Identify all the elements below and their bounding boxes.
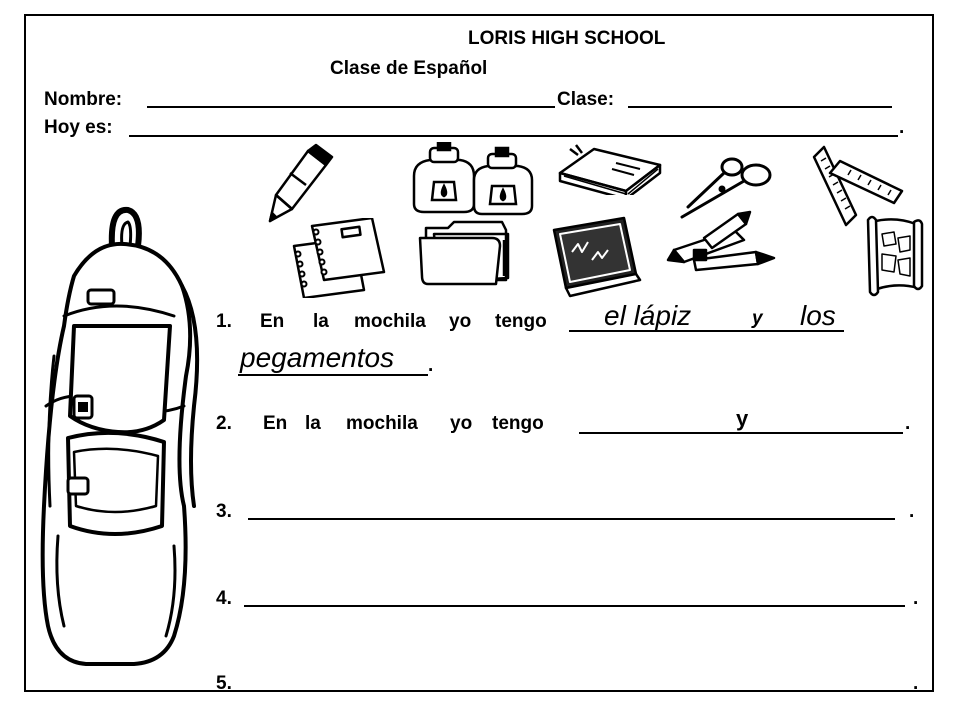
chalkboard-icon (552, 216, 642, 298)
date-period: . (899, 117, 905, 138)
exercise-5-number: 5. (216, 673, 232, 694)
crayons-icon (666, 210, 776, 272)
exercise-4-period: . (913, 588, 919, 609)
exercise-1-word: tengo (495, 311, 547, 332)
date-label: Hoy es: (44, 117, 113, 138)
exercise-1-word: la (313, 311, 329, 332)
exercise-5-period: . (913, 673, 919, 694)
exercise-2-number: 2. (216, 413, 232, 434)
exercise-1-word: mochila (354, 311, 426, 332)
class-blank[interactable] (628, 106, 892, 108)
exercise-3-blank[interactable] (248, 518, 895, 520)
name-label: Nombre: (44, 89, 123, 110)
class-title: Clase de Español (330, 58, 488, 79)
exercise-1-answer-2-cont: pegamentos (240, 342, 395, 373)
exercise-1-answer-1: el lápiz (604, 300, 692, 331)
exercise-2-word: mochila (346, 413, 418, 434)
exercise-2-blank[interactable] (579, 432, 903, 434)
exercise-1-blank[interactable] (569, 330, 844, 332)
scissors-icon (680, 157, 772, 219)
exercise-3-period: . (909, 501, 915, 522)
exercise-2-word: En (263, 413, 288, 434)
date-blank[interactable] (129, 135, 898, 137)
exercise-1-period: . (428, 355, 434, 376)
exercise-1-blank-cont[interactable] (238, 374, 428, 376)
class-label: Clase: (557, 89, 615, 110)
exercise-1-word: En (260, 311, 285, 332)
exercise-2-period: . (905, 413, 911, 434)
school-title: LORIS HIGH SCHOOL (468, 28, 666, 49)
exercise-1-conjunction: y (752, 308, 763, 329)
backpack-icon (40, 206, 200, 666)
ruler-icon (812, 145, 904, 227)
folder-icon (418, 220, 510, 286)
exercise-5-blank[interactable] (244, 690, 905, 692)
exercise-2-word: yo (450, 413, 473, 434)
name-blank[interactable] (147, 106, 555, 108)
exercise-4-number: 4. (216, 588, 232, 609)
exercise-1-word: yo (449, 311, 472, 332)
notebooks-icon (292, 218, 386, 298)
exercise-3-number: 3. (216, 501, 232, 522)
exercise-2-word: la (305, 413, 321, 434)
pencil-icon (268, 143, 334, 223)
exercise-4-blank[interactable] (244, 605, 905, 607)
book-icon (558, 144, 662, 195)
exercise-1-answer-2: los (800, 300, 836, 331)
glue-bottles-icon (412, 142, 534, 216)
map-icon (866, 215, 924, 297)
exercise-2-conjunction: y (736, 406, 749, 431)
exercise-1-number: 1. (216, 311, 232, 332)
exercise-2-word: tengo (492, 413, 544, 434)
